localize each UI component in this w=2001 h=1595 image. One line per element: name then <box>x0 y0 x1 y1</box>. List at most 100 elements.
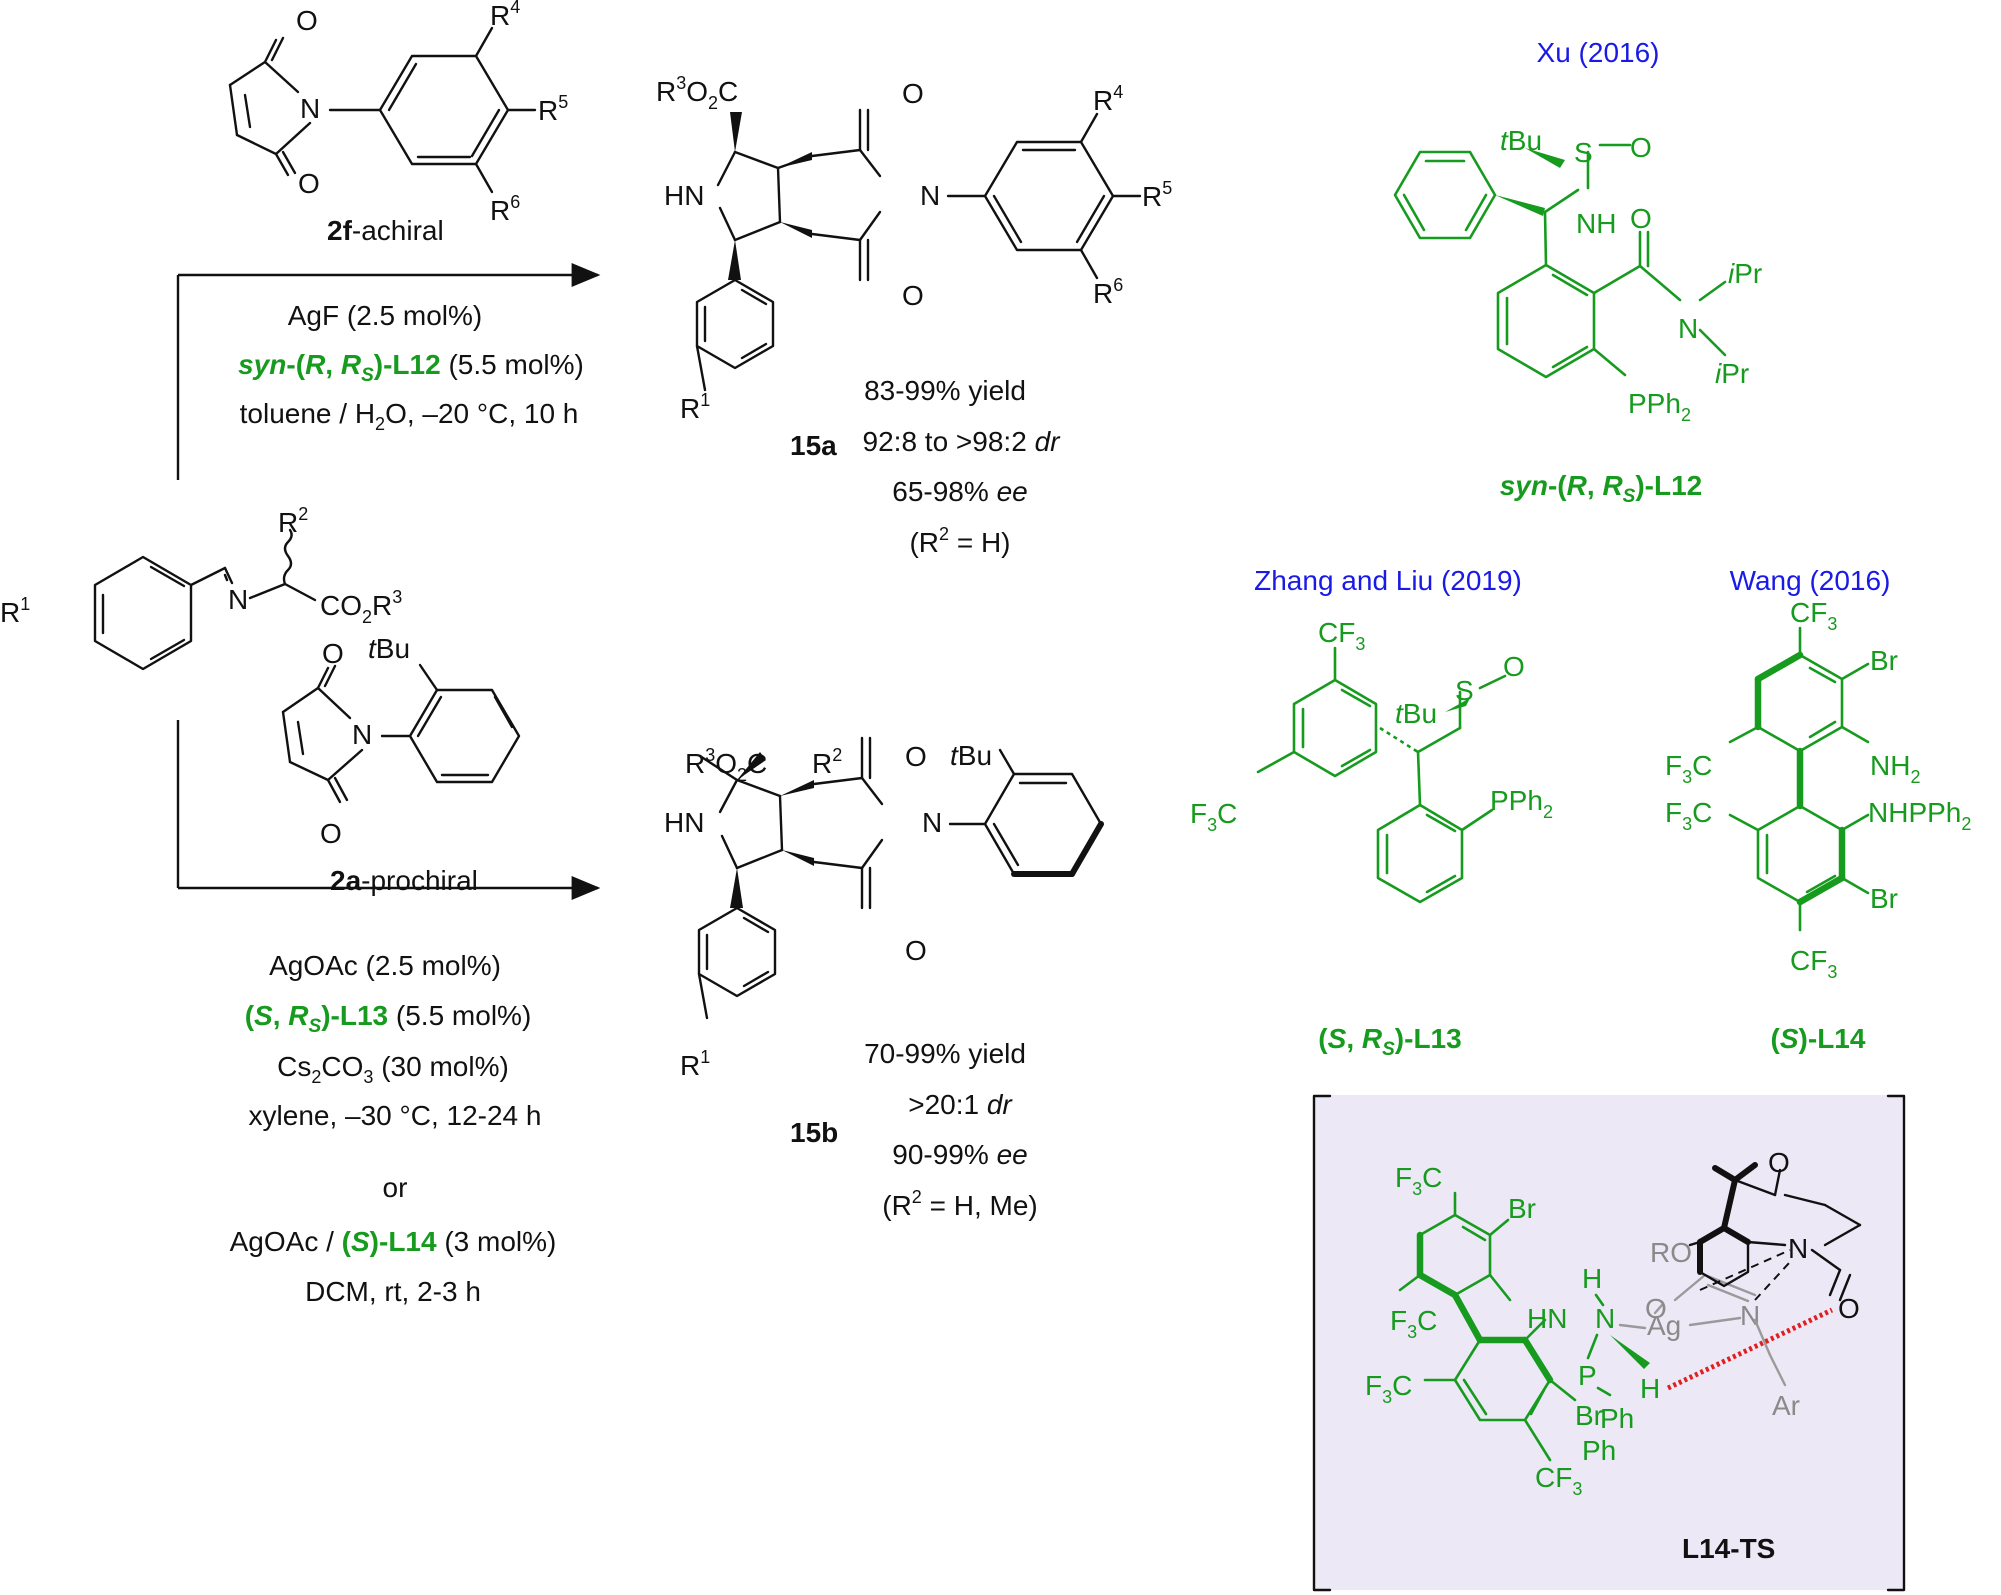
svg-text:R1: R1 <box>0 594 30 628</box>
lower-condition-1: AgOAc (2.5 mol%) <box>269 950 501 981</box>
svg-text:F3C: F3C <box>1365 1370 1412 1407</box>
svg-text:O: O <box>902 280 924 311</box>
upper-result-yield: 83-99% yield <box>864 375 1026 406</box>
svg-text:Br: Br <box>1575 1400 1603 1431</box>
svg-text:CF3: CF3 <box>1790 597 1837 634</box>
svg-text:N: N <box>228 584 248 615</box>
citation-zhang-liu: Zhang and Liu (2019) <box>1254 565 1522 596</box>
svg-text:(S, RS)-L13: (S, RS)-L13 <box>1318 1023 1461 1060</box>
svg-text:NHPPh2: NHPPh2 <box>1868 797 1971 834</box>
svg-text:CF3: CF3 <box>1318 617 1365 654</box>
svg-text:O: O <box>902 78 924 109</box>
svg-text:N: N <box>352 719 372 750</box>
svg-text:Br: Br <box>1508 1193 1536 1224</box>
transition-state-l14: F3C Br F3C F3C Br CF3 HN N H P H Ph Ph A… <box>1312 1094 1906 1592</box>
svg-text:R6: R6 <box>490 192 520 226</box>
svg-text:RO: RO <box>1650 1237 1692 1268</box>
lower-result-yield: 70-99% yield <box>864 1038 1026 1069</box>
lower-conditions: AgOAc (2.5 mol%) (S, RS)-L13 (5.5 mol%) … <box>230 950 557 1307</box>
svg-text:(S)-L14: (S)-L14 <box>1771 1023 1866 1054</box>
upper-conditions: AgF (2.5 mol%) syn-(R, RS)-L12 (5.5 mol%… <box>238 300 584 434</box>
svg-text:tBu: tBu <box>1395 698 1437 729</box>
svg-text:F3C: F3C <box>1390 1305 1437 1342</box>
svg-text:tBu: tBu <box>1500 125 1542 156</box>
ligand-l14: Wang (2016) CF3 Br NH2 F3C F3C NHPPh2 Br… <box>1665 565 1971 1054</box>
svg-text:iPr: iPr <box>1715 358 1749 389</box>
svg-text:O: O <box>1768 1147 1790 1178</box>
lower-condition-or: or <box>383 1172 408 1203</box>
citation-wang: Wang (2016) <box>1730 565 1891 596</box>
svg-text:O: O <box>1645 1293 1667 1324</box>
svg-text:O: O <box>1838 1293 1860 1324</box>
product-15b-label: 15b <box>790 1117 838 1148</box>
svg-text:90-99% ee: 90-99% ee <box>892 1139 1027 1170</box>
svg-text:R2: R2 <box>812 745 842 779</box>
ligand-l13: Zhang and Liu (2019) CF3 F3C tBu S O PPh… <box>1190 565 1553 1060</box>
lower-condition-4: xylene, –30 °C, 12-24 h <box>249 1100 542 1131</box>
svg-text:PPh2: PPh2 <box>1490 785 1553 822</box>
svg-text:N: N <box>1595 1303 1615 1334</box>
svg-text:CO2R3: CO2R3 <box>320 587 402 627</box>
upper-reaction-arrow <box>176 263 601 480</box>
svg-text:O: O <box>1503 651 1525 682</box>
svg-text:O: O <box>296 5 318 36</box>
svg-text:O: O <box>322 638 344 669</box>
svg-text:tBu: tBu <box>950 740 992 771</box>
svg-text:R6: R6 <box>1093 275 1123 309</box>
lower-condition-7: DCM, rt, 2-3 h <box>305 1276 481 1307</box>
citation-xu: Xu (2016) <box>1537 37 1660 68</box>
svg-text:R4: R4 <box>1093 82 1123 116</box>
lower-results: 70-99% yield >20:1 dr 90-99% ee (R2 = H,… <box>864 1038 1038 1221</box>
svg-text:O: O <box>320 818 342 849</box>
product-15a: O O N HN R3O2C R4 R5 R6 R1 15a <box>656 73 1172 461</box>
svg-text:iPr: iPr <box>1728 258 1762 289</box>
svg-text:(R2 = H): (R2 = H) <box>909 524 1010 558</box>
maleimide-2f: O O N R4 R5 R6 2f-achiral <box>228 0 568 246</box>
svg-text:P: P <box>1578 1360 1597 1391</box>
svg-text:S: S <box>1574 137 1593 168</box>
ligand-l12: Xu (2016) tBu S O NH O N iPr iPr PPh2 sy… <box>1393 37 1762 507</box>
svg-text:Br: Br <box>1870 883 1898 914</box>
svg-text:65-98% ee: 65-98% ee <box>892 476 1027 507</box>
maleimide-2a: O O N tBu 2a-prochiral <box>281 633 521 896</box>
svg-text:R1: R1 <box>680 390 710 424</box>
svg-text:N: N <box>922 807 942 838</box>
svg-text:2f-achiral: 2f-achiral <box>327 215 444 246</box>
svg-text:Ar: Ar <box>1772 1390 1800 1421</box>
svg-text:(S, RS)-L13 (5.5 mol%): (S, RS)-L13 (5.5 mol%) <box>245 1000 532 1037</box>
svg-text:AgOAc / (S)-L14 (3 mol%): AgOAc / (S)-L14 (3 mol%) <box>230 1226 557 1257</box>
svg-text:Ag: Ag <box>1647 1310 1681 1341</box>
svg-text:F3C: F3C <box>1665 750 1712 787</box>
svg-text:CF3: CF3 <box>1790 945 1837 982</box>
upper-condition-1: AgF (2.5 mol%) <box>288 300 483 331</box>
svg-text:(R2 = H, Me): (R2 = H, Me) <box>882 1187 1037 1221</box>
product-15a-label: 15a <box>790 430 837 461</box>
svg-text:syn-(R, RS)-L12 (5.5 mol%): syn-(R, RS)-L12 (5.5 mol%) <box>238 349 584 386</box>
svg-text:R3O2C: R3O2C <box>685 745 767 785</box>
svg-text:O: O <box>905 741 927 772</box>
svg-text:R3O2C: R3O2C <box>656 73 738 113</box>
svg-text:H: H <box>1640 1373 1660 1404</box>
svg-text:>20:1 dr: >20:1 dr <box>908 1089 1013 1120</box>
imine-substrate: R1 N R2 CO2R3 <box>0 504 402 671</box>
svg-text:O: O <box>1630 203 1652 234</box>
svg-text:NH2: NH2 <box>1870 750 1920 787</box>
svg-text:HN: HN <box>1527 1303 1567 1334</box>
svg-text:N: N <box>920 180 940 211</box>
svg-text:tBu: tBu <box>368 633 410 664</box>
svg-text:R1: R1 <box>680 1047 710 1081</box>
svg-text:HN: HN <box>664 807 704 838</box>
lower-reaction-arrow <box>176 720 601 900</box>
svg-text:PPh2: PPh2 <box>1628 388 1691 425</box>
svg-text:S: S <box>1455 675 1474 706</box>
svg-text:H: H <box>1582 1263 1602 1294</box>
svg-text:NH: NH <box>1576 208 1616 239</box>
svg-text:R2: R2 <box>278 504 308 538</box>
upper-results: 83-99% yield 92:8 to >98:2 dr 65-98% ee … <box>863 375 1062 558</box>
svg-text:F3C: F3C <box>1665 797 1712 834</box>
product-15b: O O N HN R3O2C R2 tBu R1 15b <box>664 736 1104 1148</box>
svg-text:R5: R5 <box>1142 178 1172 212</box>
svg-text:N: N <box>300 93 320 124</box>
svg-text:92:8 to >98:2 dr: 92:8 to >98:2 dr <box>863 426 1062 457</box>
